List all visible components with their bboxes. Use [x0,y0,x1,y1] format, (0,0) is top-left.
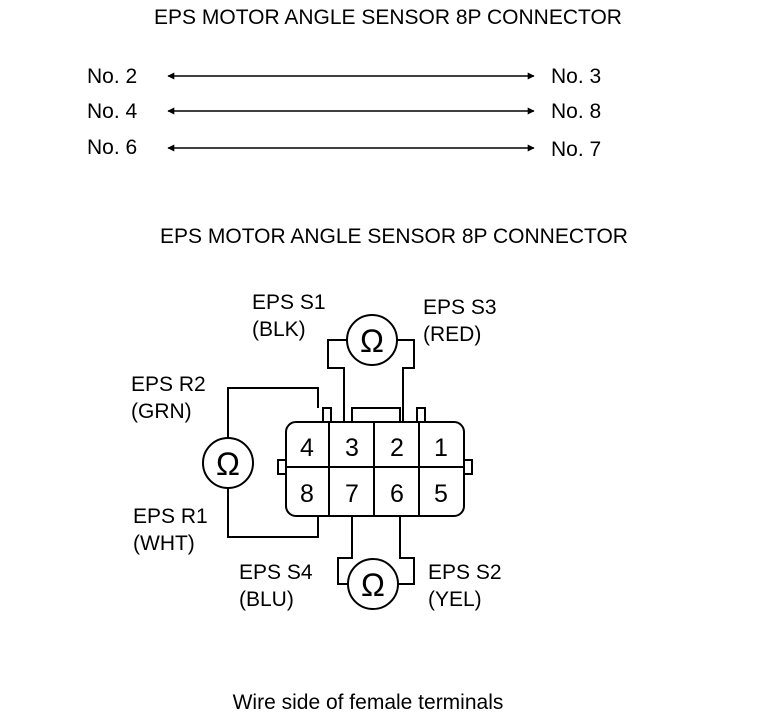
ohmmeter-icon [346,314,398,366]
meter-s1-s3: Ω [327,314,415,422]
pin-1: 1 [434,434,448,462]
connector-nub-right [463,459,473,475]
label-s4-name: EPS S4 [239,561,313,584]
top-title: EPS MOTOR ANGLE SENSOR 8P CONNECTOR [154,6,622,29]
probe-wire-s3 [397,339,415,422]
pin-8: 8 [300,480,314,508]
pin-2: 2 [390,434,404,462]
label-s3-color: (RED) [423,323,481,346]
connector-tab-left [322,407,332,423]
bottom-title: EPS MOTOR ANGLE SENSOR 8P CONNECTOR [160,225,628,248]
label-s3-name: EPS S3 [423,296,497,319]
label-r2-color: (GRN) [131,400,192,423]
pin-6: 6 [390,480,404,508]
pair-3-left: No. 6 [87,136,137,159]
probe-wire-r2 [227,387,319,438]
probe-wire-s4 [337,516,353,585]
pair-1-left: No. 2 [87,65,137,88]
probe-wire-s2 [398,516,415,585]
pair-row-2: No. 4 No. 8 [87,100,601,123]
label-r2-name: EPS R2 [131,373,206,396]
label-s4-color: (BLU) [239,588,294,611]
meter-r2-r1: Ω [202,387,319,538]
connector-nub-left [277,459,287,475]
connector-latch [351,407,401,422]
ohm-symbol-bottom: Ω [361,567,385,603]
label-s2-name: EPS S2 [428,561,502,584]
pin-4: 4 [300,434,314,462]
pair-1-right: No. 3 [551,65,601,88]
ohm-symbol-top: Ω [360,323,384,359]
caption: Wire side of female terminals [233,691,504,714]
connector-8p: 4 3 2 1 8 7 6 5 [277,407,473,517]
label-r1-name: EPS R1 [133,505,208,528]
ohmmeter-icon [202,437,254,489]
pair-row-1: No. 2 No. 3 [87,65,601,88]
pair-row-3: No. 6 No. 7 [87,136,601,161]
pin-7: 7 [345,480,359,508]
probe-wire-s1 [327,339,347,422]
connector-tab-right [416,407,426,423]
pair-2-right: No. 8 [551,100,601,123]
label-s1-color: (BLK) [252,318,306,341]
pair-2-left: No. 4 [87,100,138,123]
label-s2-color: (YEL) [428,588,482,611]
pair-3-right: No. 7 [551,138,601,161]
meter-s4-s2: Ω [337,516,415,610]
label-r1-color: (WHT) [133,532,195,555]
pin-3: 3 [345,434,359,462]
probe-wire-r1 [227,488,319,538]
ohm-symbol-left: Ω [216,446,240,482]
ohmmeter-icon [347,558,399,610]
pin-5: 5 [434,480,448,508]
label-s1-name: EPS S1 [252,291,326,314]
